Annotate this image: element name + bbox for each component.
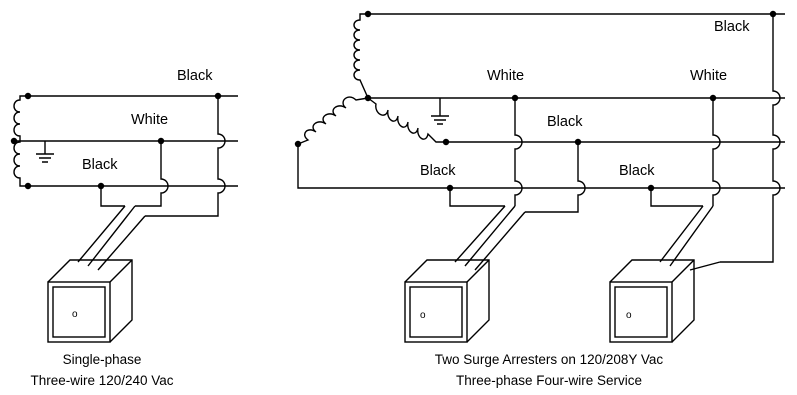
single-phase-junction-dot (10, 137, 18, 145)
single-phase-tap-wire-3 (100, 186, 125, 207)
three-phase-phase-c-label-1: Black (420, 163, 456, 179)
single-phase-middle-label: White (131, 112, 168, 128)
three-phase-caption-line-2: Three-phase Four-wire Service (456, 373, 642, 388)
single-phase-winding (13, 95, 28, 187)
three-phase-junction-dot (364, 10, 372, 18)
three-phase-junction-dot (364, 94, 372, 102)
single-phase-junction-dot (24, 182, 32, 190)
three-phase-section: o o Black White White Black Black Black … (294, 10, 785, 388)
three-phase-line-c (297, 144, 785, 189)
three-phase-winding-a (353, 13, 369, 99)
surge-arrester-1: o (404, 259, 490, 343)
surge-arrester-2: o (609, 259, 695, 343)
arrester-1-phase-c-wire (449, 188, 505, 207)
single-phase-surge-arrester: o (47, 259, 133, 343)
single-phase-tap-wire-1 (145, 96, 226, 217)
single-phase-tap-wire-2 (135, 141, 169, 207)
single-phase-section: o Black White Black Single-phase Three-w… (10, 68, 238, 388)
single-phase-caption-line-2: Three-wire 120/240 Vac (30, 373, 173, 388)
three-phase-phase-c-label-2: Black (619, 163, 655, 179)
single-phase-junction-dot (24, 92, 32, 100)
arrester-2-leads (659, 205, 721, 271)
single-phase-arrester-mark: o (72, 309, 78, 320)
three-phase-junction-dot (294, 140, 302, 148)
arrester-1-phase-b-wire (525, 142, 586, 213)
single-phase-bottom-label: Black (82, 157, 118, 173)
single-phase-arrester-leads (77, 205, 146, 271)
arrester-2-phase-c-wire (650, 188, 703, 207)
single-phase-top-label: Black (177, 68, 213, 84)
three-phase-junction-dot (442, 138, 450, 146)
three-phase-white-label-1: White (487, 68, 524, 84)
three-phase-caption-line-1: Two Surge Arresters on 120/208Y Vac (435, 352, 664, 367)
arrester-1-neutral-wire (514, 98, 523, 206)
arrester-2-mark: o (626, 310, 632, 321)
three-phase-ground-symbol (431, 98, 449, 125)
phase-a-drop-wire (720, 14, 781, 263)
three-phase-white-label-2: White (690, 68, 727, 84)
arrester-2-neutral-wire (712, 98, 721, 206)
single-phase-ground-symbol (36, 141, 54, 163)
three-phase-phase-b-label: Black (547, 114, 583, 130)
three-phase-winding-c (297, 96, 369, 145)
three-phase-winding-b (367, 97, 446, 143)
single-phase-caption-line-1: Single-phase (63, 352, 142, 367)
arrester-1-mark: o (420, 310, 426, 321)
three-phase-top-label: Black (714, 19, 750, 35)
